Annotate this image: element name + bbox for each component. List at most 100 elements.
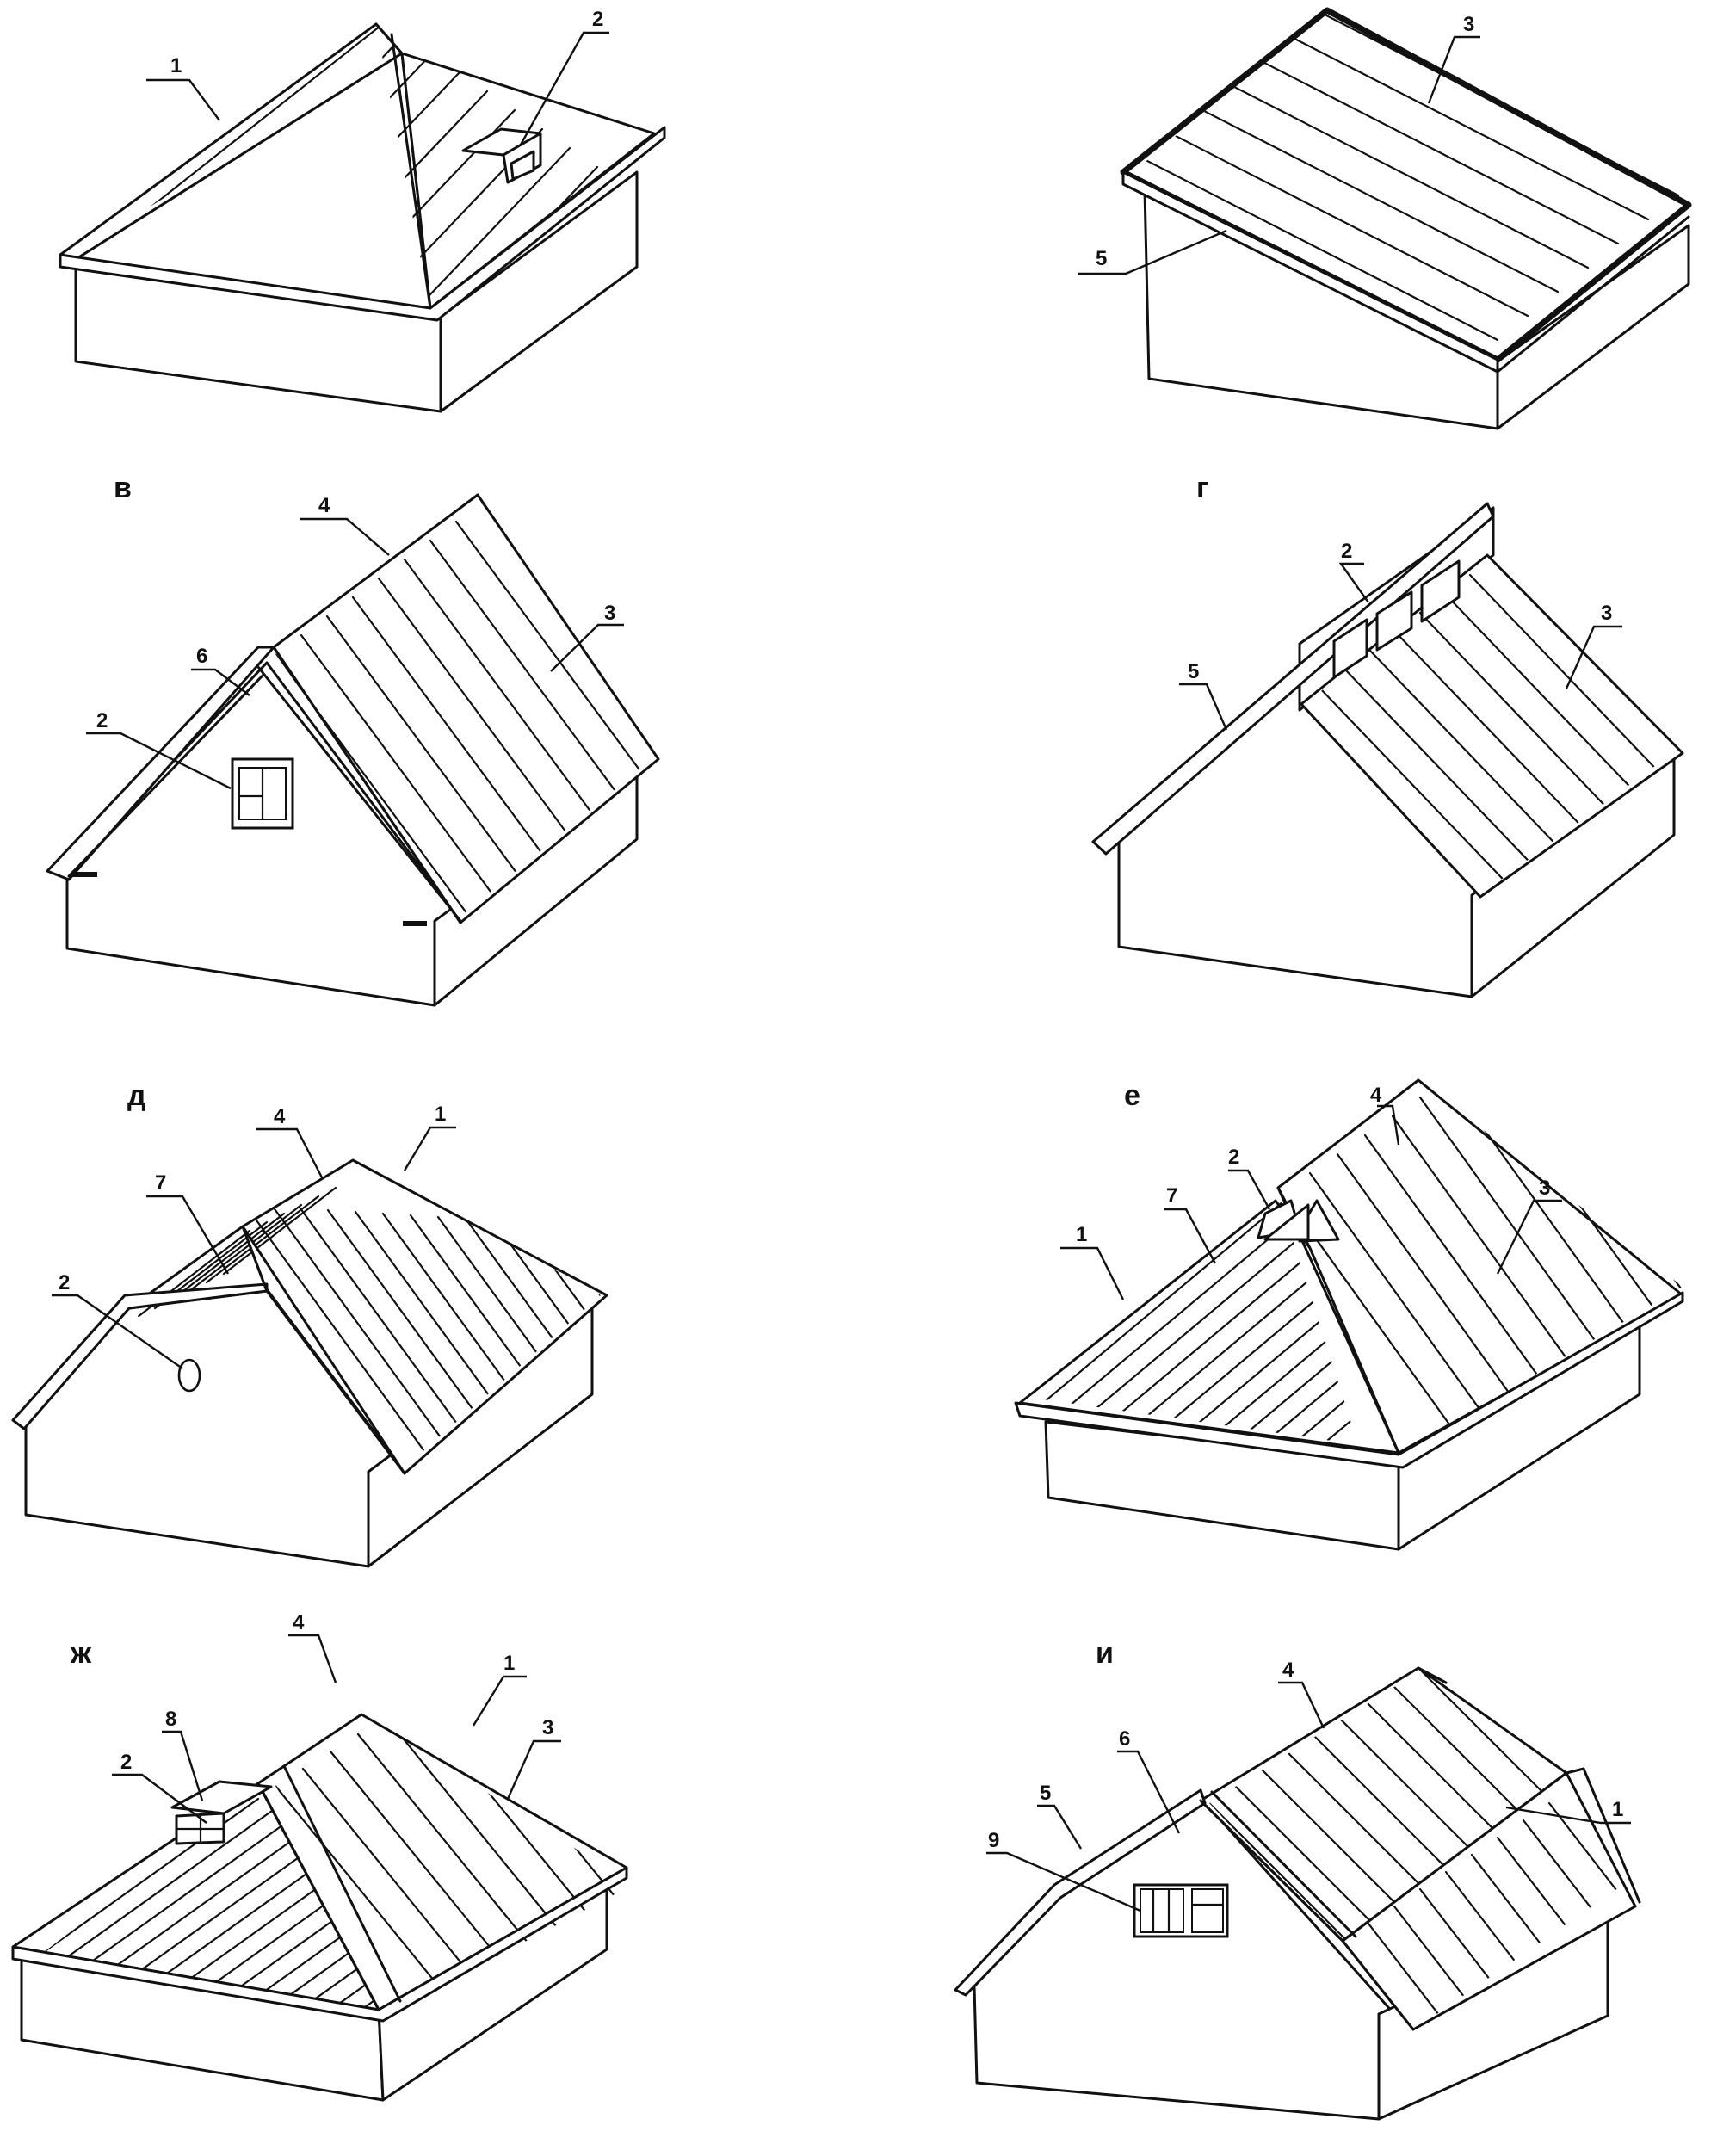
roof-seam [376,90,489,310]
callout-4: 4 [293,1611,305,1634]
callout-2: 2 [1341,540,1352,563]
panel-g-hip-dormer-roof: ж 4 1 8 3 2 [11,1611,633,2102]
roof-seam [429,539,639,822]
callout-4: 4 [318,494,330,517]
roof-seam [1418,611,1620,821]
roof-seam [1393,1905,1469,2003]
roof-seam [329,1750,522,1986]
panel-letter: в [114,472,132,504]
panel-b-shed-roof: 5 3 [1078,7,1692,430]
callout-7: 7 [1166,1184,1177,1208]
callout-5: 5 [1188,660,1199,683]
roof-seam [1229,1780,1379,1930]
callout-1: 1 [170,54,182,77]
roof-seam [1410,1668,1560,1809]
roof-seam [1169,92,1560,293]
roof-seam [603,1227,810,1511]
roof-seam [376,108,516,310]
callout-1: 1 [503,1652,515,1675]
panel-letter: е [1124,1079,1140,1112]
vent-round [177,1358,201,1393]
callout-5: 5 [1096,247,1107,270]
roof-seam [1343,668,1545,878]
roof-slope [241,1158,608,1475]
roof-seam [356,1733,549,1968]
roof-seam [1418,1096,1620,1375]
panel-c-gable-roof: в 4 3 6 2 [46,472,660,1007]
roof-seam [1336,1152,1537,1431]
callout-3: 3 [1539,1177,1550,1200]
roof-seam [300,633,510,917]
roof-seam [1368,649,1570,859]
roof-seam [1289,1220,1399,1448]
roof-seam [351,596,561,879]
callout-2: 2 [1228,1146,1239,1169]
roof-seam [1358,1694,1508,1844]
roof-seam [1584,1080,1683,1261]
callout-7: 7 [155,1171,166,1195]
roof-seam [1199,68,1590,269]
roof-seam [454,520,654,803]
panel-letter: г [1196,472,1208,504]
roof-seam [170,1212,286,1301]
gable-window [231,757,294,830]
roof-seam [188,1203,303,1293]
roof-seam [1547,1801,1624,1900]
wall-side [439,170,639,413]
callout-4: 4 [1370,1084,1382,1107]
callout-6: 6 [1119,1727,1130,1751]
roof-seam [376,146,571,310]
callout-1: 1 [435,1103,446,1126]
roof-seam [41,1801,286,1976]
roof-seam [1209,1797,1353,1947]
roof-seam [1444,1870,1521,1968]
roof-seam [1229,44,1620,245]
roof-seam [244,1203,454,1467]
roof-seam [1319,687,1520,895]
roof-seam [376,71,461,310]
callout-5: 5 [1040,1782,1051,1805]
panel-letter: и [1096,1637,1114,1670]
roof-seam [574,1224,601,1467]
roof-seam [1639,1080,1683,1223]
roof-seam [1418,1887,1495,1986]
roof-seam [1367,1922,1443,2020]
roof-seam [1255,1763,1405,1912]
roof-seam [222,1186,337,1276]
roof-seam [1259,20,1650,221]
dormer [170,1780,273,1845]
roof-seam [1306,1728,1456,1878]
roof-seam [577,1713,633,1831]
gable-window [1133,1883,1229,1938]
panel-letter: д [127,1079,146,1112]
roof-seam [376,127,544,310]
callout-2: 2 [120,1751,132,1774]
callout-9: 9 [988,1829,999,1852]
roof-seam [377,577,587,860]
roof-seam [1625,1750,1635,1848]
callout-3: 3 [542,1716,553,1739]
panel-a-hip-roof: 1 2 [59,8,666,413]
panel-h-mansard-roof: и 4 6 5 1 9 [954,1637,1641,2121]
callout-3: 3 [604,602,615,625]
gable-vent-1 [1263,1203,1310,1241]
roof-seam [1139,116,1529,318]
callout-4: 4 [274,1105,286,1128]
callout-2: 2 [592,8,603,31]
roof-seam [325,615,535,898]
roof-seam [1468,573,1670,783]
callout-4: 4 [1282,1659,1294,1682]
roof-seam [384,1715,577,1951]
roof-seam [1363,1134,1565,1412]
roof-seam [1123,140,1499,342]
eave-board [1014,1291,1684,1469]
roof-seam [1393,630,1595,840]
roof-seam [549,1713,633,1848]
roof-seam [403,558,613,841]
roof-seam [1384,1677,1534,1826]
roof-seam [1391,1115,1592,1393]
wall-front [1496,224,1690,430]
roof-seam [1037,1192,1301,1413]
roof-seam [1281,1745,1430,1895]
